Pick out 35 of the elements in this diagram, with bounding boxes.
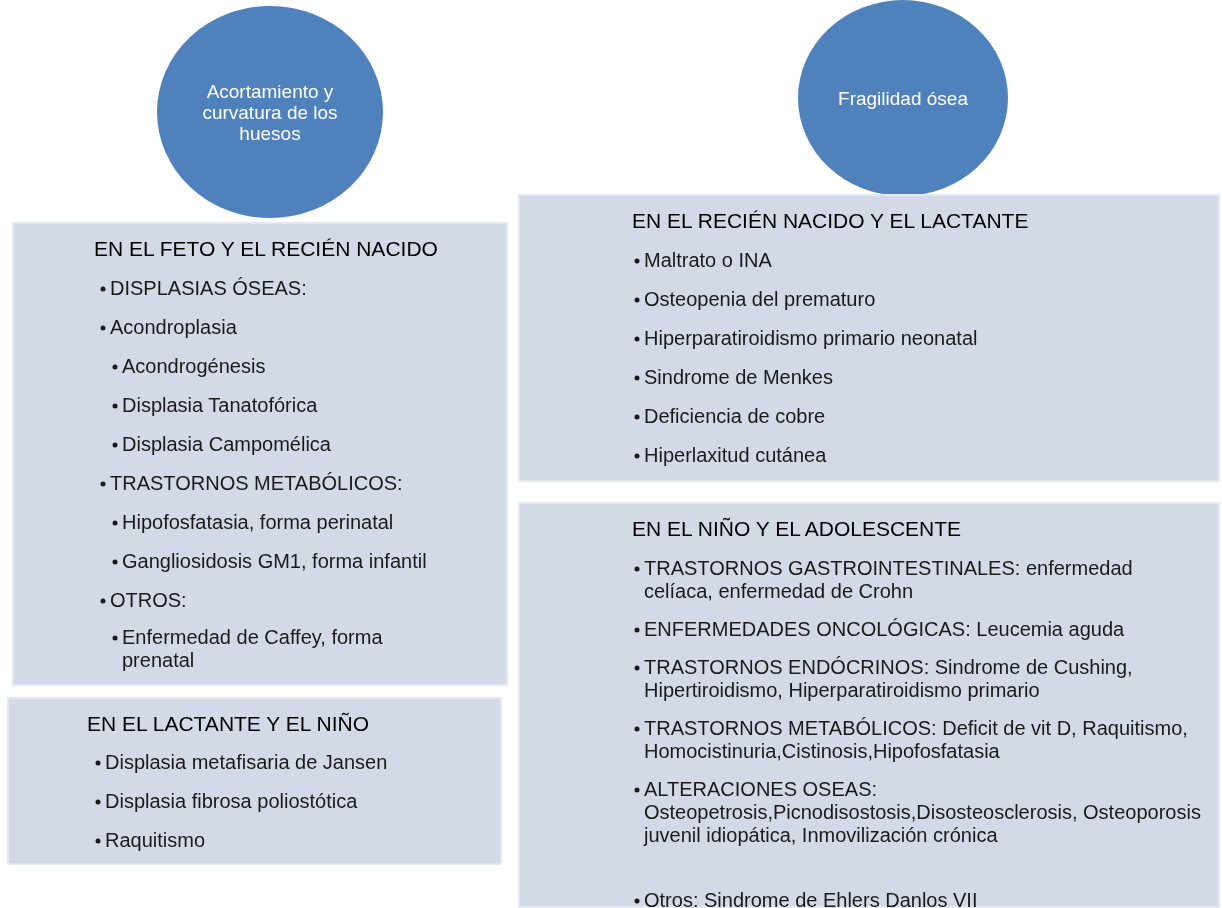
list-item: Displasia fibrosa poliostótica: [105, 790, 359, 813]
list-item: Raquitismo: [105, 829, 207, 852]
list-item: Acondroplasia: [110, 316, 238, 339]
section-heading: EN EL RECIÉN NACIDO Y EL LACTANTE: [632, 209, 1030, 232]
list-item: Displasia Tanatofórica: [122, 394, 319, 417]
list-item: DISPLASIAS ÓSEAS:: [110, 277, 308, 300]
list-item: Sindrome de Menkes: [644, 366, 834, 389]
list-item: TRASTORNOS GASTROINTESTINALES: enfermedad celíaca, enfermedad de Crohn: [644, 557, 1134, 603]
list-item: TRASTORNOS ENDÓCRINOS: Sindrome de Cushing, Hipertiroidismo, Hiperparatiroidismo primario: [644, 656, 1134, 702]
list-item: Displasia metafisaria de Jansen: [105, 751, 389, 774]
category-panel: [518, 194, 1220, 482]
circle-label: Fragilidad ósea: [837, 87, 969, 109]
category-panel: [518, 502, 1220, 908]
category-panel: [12, 222, 508, 686]
list-item: Maltrato o INA: [644, 249, 773, 272]
list-item: Hiperparatiroidismo primario neonatal: [644, 327, 979, 350]
category-panel: [7, 697, 502, 865]
section-heading: EN EL FETO Y EL RECIÉN NACIDO: [94, 237, 439, 260]
list-item: Enfermedad de Caffey, forma prenatal: [122, 626, 384, 672]
list-item: Deficiencia de cobre: [644, 405, 827, 428]
list-item: ENFERMEDADES ONCOLÓGICAS: Leucemia aguda: [644, 618, 1126, 641]
list-item: TRASTORNOS METABÓLICOS: Deficit de vit D, Raquitismo, Homocistinuria,Cistinosis,Hipofosfatasia: [644, 717, 1189, 763]
list-item: TRASTORNOS METABÓLICOS:: [110, 472, 404, 495]
list-item: Gangliosidosis GM1, forma infantil: [122, 550, 428, 573]
list-item: Displasia Campomélica: [122, 433, 332, 456]
list-item: Hiperlaxitud cutánea: [644, 444, 828, 467]
circle-label: Acortamiento y curvatura de los huesos: [201, 80, 339, 144]
list-item: Hipofosfatasia, forma perinatal: [122, 511, 395, 534]
list-item: Acondrogénesis: [122, 355, 267, 378]
list-item: OTROS:: [110, 589, 188, 612]
section-heading: EN EL NIÑO Y EL ADOLESCENTE: [632, 517, 963, 540]
section-heading: EN EL LACTANTE Y EL NIÑO: [87, 712, 371, 735]
list-item: ALTERACIONES OSEAS: Osteopetrosis,Picnodisostosis,Disosteosclerosis, Osteoporosis juvenil idiopática, Inmovilización crónica: [644, 778, 1202, 847]
list-item: Otros: Sindrome de Ehlers Danlos VII: [644, 889, 979, 908]
list-item: Osteopenia del prematuro: [644, 288, 877, 311]
